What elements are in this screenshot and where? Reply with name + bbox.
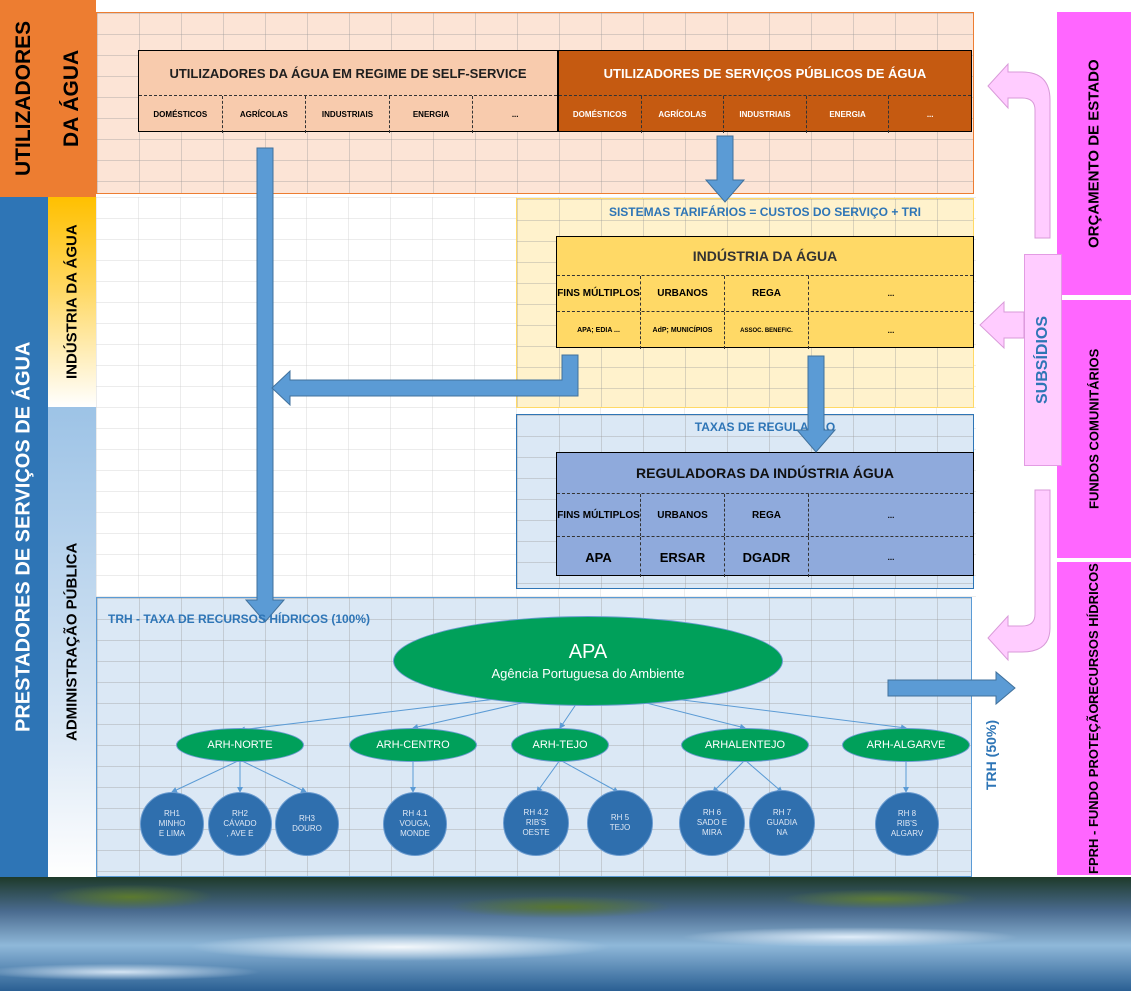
reguladoras-cell: APA	[557, 537, 641, 577]
arh-ellipse: ARHALENTEJO	[681, 728, 809, 762]
self-service-cell: ENERGIA	[390, 96, 474, 133]
reguladoras-cell: ERSAR	[641, 537, 725, 577]
self-service-cell: INDUSTRIAIS	[306, 96, 390, 133]
arrow-industria-down	[795, 355, 837, 453]
self-service-cell: AGRÍCOLAS	[223, 96, 307, 133]
rh-circle: RH 7 GUADIA NA	[749, 790, 815, 856]
industria-row1: FINS MÚLTIPLOS URBANOS REGA ...	[557, 276, 973, 312]
industria-cell: APA; EDIA ...	[557, 312, 641, 349]
industria-title: INDÚSTRIA DA ÁGUA	[557, 237, 973, 276]
arrow-self-service-down	[244, 147, 286, 623]
trh-50-text: TRH (50%)	[983, 720, 999, 791]
reguladoras-cell: URBANOS	[641, 494, 725, 536]
apa-ellipse: APA Agência Portuguesa do Ambiente	[393, 616, 783, 706]
self-service-cell: DOMÉSTICOS	[139, 96, 223, 133]
industria-cell: ...	[887, 326, 895, 335]
industria-cell: URBANOS	[641, 276, 725, 311]
reguladoras-cell: FINS MÚLTIPLOS	[557, 494, 641, 536]
public-services-cell: INDUSTRIAIS	[724, 96, 807, 133]
rh-circle: RH 8 RIB'S ALGARV	[875, 792, 939, 856]
public-services-box: UTILIZADORES DE SERVIÇOS PÚBLICOS DE ÁGU…	[558, 50, 972, 133]
arrow-industria-left	[271, 354, 579, 407]
water-image	[0, 877, 1131, 991]
apa-name: APA	[568, 641, 608, 663]
rh-circle: RH 4.2 RIB'S OESTE	[503, 790, 569, 856]
rh-circle: RH1 MINHO E LIMA	[140, 792, 204, 856]
reguladoras-cell: ...	[887, 510, 895, 520]
arrow-apa-right	[887, 670, 1016, 706]
arh-ellipse: ARH-TEJO	[511, 728, 609, 762]
public-services-cell: ENERGIA	[807, 96, 890, 133]
public-services-title: UTILIZADORES DE SERVIÇOS PÚBLICOS DE ÁGU…	[559, 51, 971, 96]
arh-ellipse: ARH-CENTRO	[349, 728, 477, 762]
arh-ellipse: ARH-NORTE	[176, 728, 304, 762]
trh-label: TRH - TAXA DE RECURSOS HÍDRICOS (100%)	[108, 612, 371, 626]
reguladoras-title: REGULADORAS DA INDÚSTRIA ÁGUA	[557, 453, 973, 494]
apa-full: Agência Portuguesa do Ambiente	[491, 666, 685, 681]
reguladoras-cell: DGADR	[725, 537, 809, 577]
industria-cell: REGA	[725, 276, 809, 311]
public-services-cell: AGRÍCOLAS	[642, 96, 725, 133]
trh-50-label: TRH (50%)	[980, 700, 1002, 810]
self-service-title: UTILIZADORES DA ÁGUA EM REGIME DE SELF-S…	[139, 51, 557, 96]
rh-circle: RH2 CÁVADO , AVE E	[208, 792, 272, 856]
reguladoras-box: REGULADORAS DA INDÚSTRIA ÁGUA FINS MÚLTI…	[556, 452, 974, 577]
arh-ellipse: ARH-ALGARVE	[842, 728, 970, 762]
industria-cell: ...	[887, 289, 895, 298]
reguladoras-cell: REGA	[725, 494, 809, 536]
arrow-public-services-down	[704, 135, 746, 203]
industria-cell: FINS MÚLTIPLOS	[557, 276, 641, 311]
arrow-fundos-left	[979, 300, 1025, 350]
industria-box: INDÚSTRIA DA ÁGUA FINS MÚLTIPLOS URBANOS…	[556, 236, 974, 349]
public-services-cell: ...	[926, 110, 934, 119]
public-services-cell: DOMÉSTICOS	[559, 96, 642, 133]
reguladoras-cell: ...	[887, 552, 895, 562]
rh-circle: RH 4.1 VOUGA, MONDE	[383, 792, 447, 856]
arrow-fprh-u	[987, 489, 1051, 662]
reguladoras-row1: FINS MÚLTIPLOS URBANOS REGA ...	[557, 494, 973, 537]
rh-circle: RH3 DOURO	[275, 792, 339, 856]
rh-circle: RH 5 TEJO	[587, 790, 653, 856]
industria-row2: APA; EDIA ... AdP; MUNICÍPIOS ASSOC. BEN…	[557, 312, 973, 349]
self-service-cells: DOMÉSTICOS AGRÍCOLAS INDUSTRIAIS ENERGIA…	[139, 96, 557, 133]
self-service-box: UTILIZADORES DA ÁGUA EM REGIME DE SELF-S…	[138, 50, 558, 133]
arrow-orcamento-u	[987, 62, 1051, 239]
self-service-cell: ...	[511, 110, 519, 119]
rh-circle: RH 6 SADO E MIRA	[679, 790, 745, 856]
public-services-cells: DOMÉSTICOS AGRÍCOLAS INDUSTRIAIS ENERGIA…	[559, 96, 971, 133]
reguladoras-row2: APA ERSAR DGADR ...	[557, 537, 973, 577]
industria-cell: AdP; MUNICÍPIOS	[641, 312, 725, 349]
tariff-label: SISTEMAS TARIFÁRIOS = CUSTOS DO SERVIÇO …	[608, 205, 922, 219]
industria-cell: ASSOC. BENEFIC.	[725, 312, 809, 349]
